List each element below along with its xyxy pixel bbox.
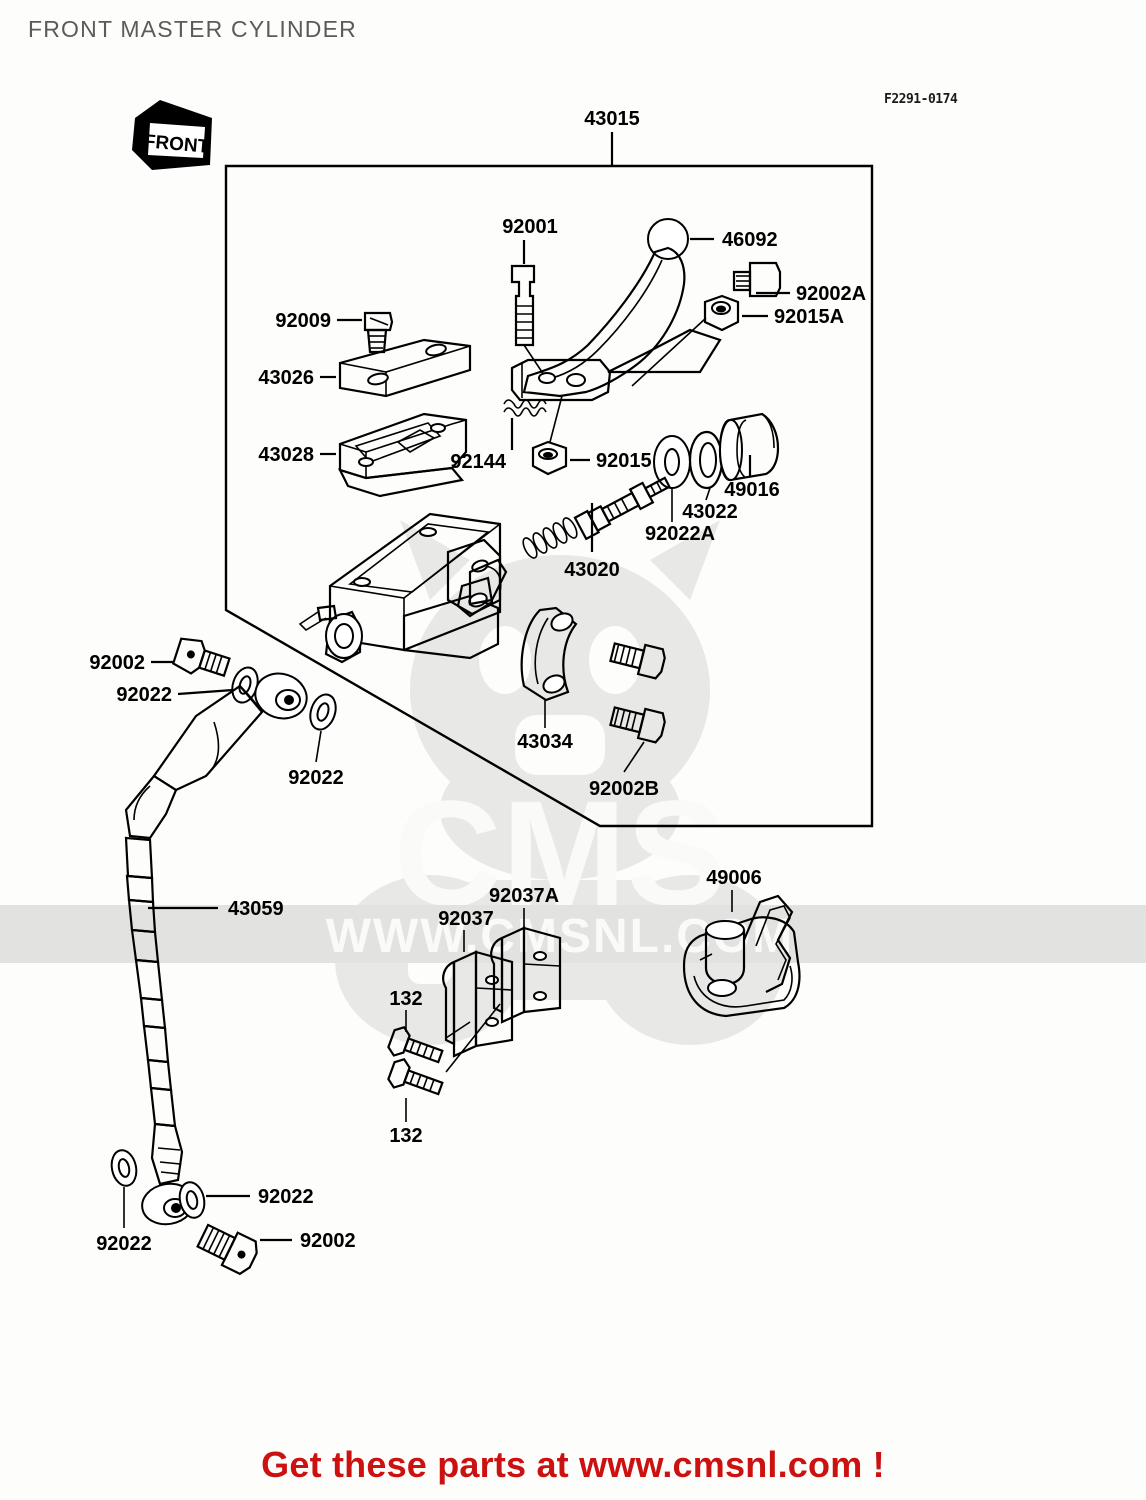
label-43026: 43026 <box>258 367 314 389</box>
assembly-boundary-43015: 43015 <box>224 108 874 828</box>
label-43020: 43020 <box>564 559 620 581</box>
label-49016: 49016 <box>724 479 780 501</box>
watermark-band <box>0 905 1146 963</box>
part-132-bolts: 132 132 <box>387 988 501 1147</box>
front-arrow-badge: FRONT <box>132 100 212 170</box>
label-132-top: 132 <box>389 988 422 1010</box>
label-92022-bottom-right: 92022 <box>258 1186 314 1208</box>
part-46092-brake-lever: 46092 <box>510 218 778 402</box>
label-92002B: 92002B <box>589 778 659 800</box>
part-92037-clamp: 92037 <box>438 908 514 1058</box>
label-92022-bottom-left: 92022 <box>96 1233 152 1255</box>
part-92015-nut: 92015 <box>531 395 652 476</box>
part-92009-screw: 92009 <box>275 310 394 354</box>
master-cylinder-body <box>298 512 508 664</box>
label-43015: 43015 <box>584 108 640 130</box>
part-49016-dust-boot: 49016 <box>718 412 780 501</box>
label-92015A: 92015A <box>774 306 844 328</box>
part-92022-washer-mid: 92022 <box>288 693 344 789</box>
label-46092: 46092 <box>722 229 778 251</box>
label-43022: 43022 <box>682 501 738 523</box>
part-49006-grip: 49006 <box>682 867 801 1018</box>
label-92037A: 92037A <box>489 885 559 907</box>
label-132-bottom: 132 <box>389 1125 422 1147</box>
part-43020-piston: 43020 <box>522 476 671 581</box>
part-92144-spring: 92144 <box>450 399 547 473</box>
label-92002-top: 92002 <box>89 652 145 674</box>
label-92022A: 92022A <box>645 523 715 545</box>
bottom-fastener-cluster: 92022 92022 92002 <box>96 1149 356 1276</box>
part-43034-clamp: 43034 <box>517 606 578 753</box>
label-92001: 92001 <box>502 216 558 238</box>
label-92002-bottom: 92002 <box>300 1230 356 1252</box>
label-92022-top: 92022 <box>116 684 172 706</box>
part-43028-diaphragm: 43028 <box>258 412 468 498</box>
label-43034: 43034 <box>517 731 573 753</box>
label-92037: 92037 <box>438 908 494 930</box>
part-43022-washer: 43022 <box>682 430 738 523</box>
part-92037A-clamp: 92037A <box>489 885 562 1024</box>
part-92022A-washer: 92022A <box>645 435 715 545</box>
part-43026-cap-plate: 43026 <box>258 338 472 398</box>
label-92015: 92015 <box>596 450 652 472</box>
part-43059-brake-hose: 43059 <box>124 672 308 1226</box>
footer-cta: Get these parts at www.cmsnl.com ! <box>261 1444 885 1485</box>
label-92002A: 92002A <box>796 283 866 305</box>
part-92002A-bolt: 92002A <box>732 261 866 305</box>
parts-diagram: CMS WWW.CMSNL.COM FRONT 43015 92001 <box>0 100 1146 1276</box>
label-92144: 92144 <box>450 451 506 473</box>
part-92015A-nut: 92015A <box>631 294 844 387</box>
label-49006: 49006 <box>706 867 762 889</box>
label-43028: 43028 <box>258 444 314 466</box>
part-92001-bolt: 92001 <box>502 216 558 379</box>
label-92022-mid: 92022 <box>288 767 344 789</box>
watermark: CMS WWW.CMSNL.COM <box>0 520 1146 1045</box>
part-92002B-bolts: 92002B <box>589 642 666 800</box>
part-92002-banjo-upper: 92002 <box>89 637 231 678</box>
page-title: FRONT MASTER CYLINDER <box>28 16 357 42</box>
label-92009: 92009 <box>275 310 331 332</box>
label-43059: 43059 <box>228 898 284 920</box>
drawing-number: F2291-0174 <box>884 92 958 107</box>
